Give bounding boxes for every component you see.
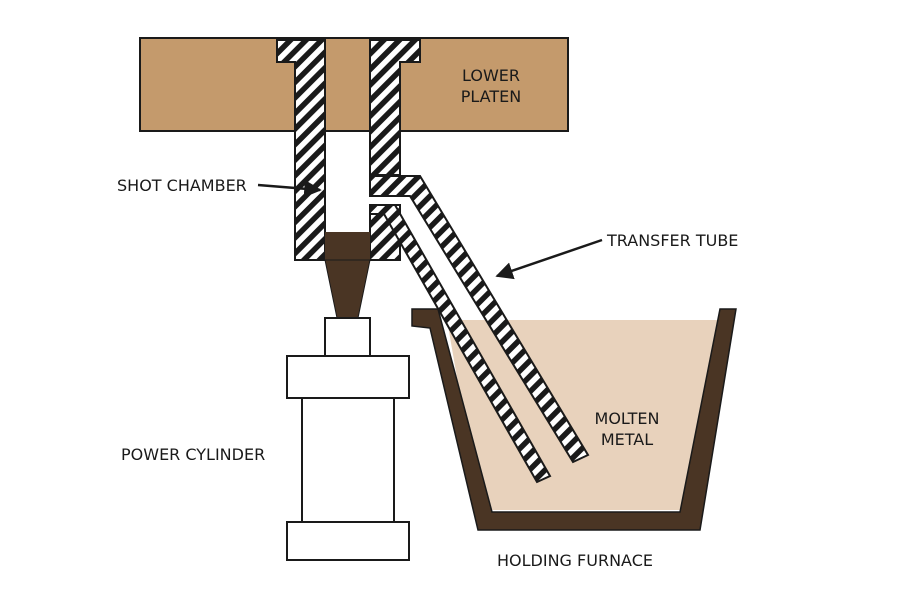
transfer-tube-arrow: [495, 238, 603, 280]
transfer-tube-upper-wall: [369, 175, 590, 464]
plunger-rod: [324, 259, 371, 319]
cylinder-lower-flange: [286, 521, 410, 561]
label-molten-metal-line2: METAL: [601, 430, 653, 449]
label-shot-chamber: SHOT CHAMBER: [117, 176, 247, 195]
label-power-cylinder: POWER CYLINDER: [121, 445, 265, 464]
lower-platen: [139, 37, 569, 132]
transfer-tube-lower-wall: [369, 204, 552, 484]
plunger-tip: [325, 232, 370, 260]
label-lower-platen-line1: LOWER: [462, 66, 520, 85]
label-transfer-tube: TRANSFER TUBE: [606, 231, 738, 250]
shot-chamber-arrow: [257, 180, 322, 198]
shot-chamber-left-wall: [276, 39, 326, 261]
molten-metal: [447, 320, 718, 510]
cylinder-upper-flange: [286, 355, 410, 399]
cylinder-body: [301, 397, 395, 523]
label-molten-metal-line1: MOLTEN: [595, 409, 660, 428]
cylinder-rod-cap: [324, 317, 371, 357]
label-holding-furnace: HOLDING FURNACE: [497, 551, 653, 570]
holding-furnace: [411, 308, 737, 531]
label-lower-platen-line2: PLATEN: [461, 87, 521, 106]
